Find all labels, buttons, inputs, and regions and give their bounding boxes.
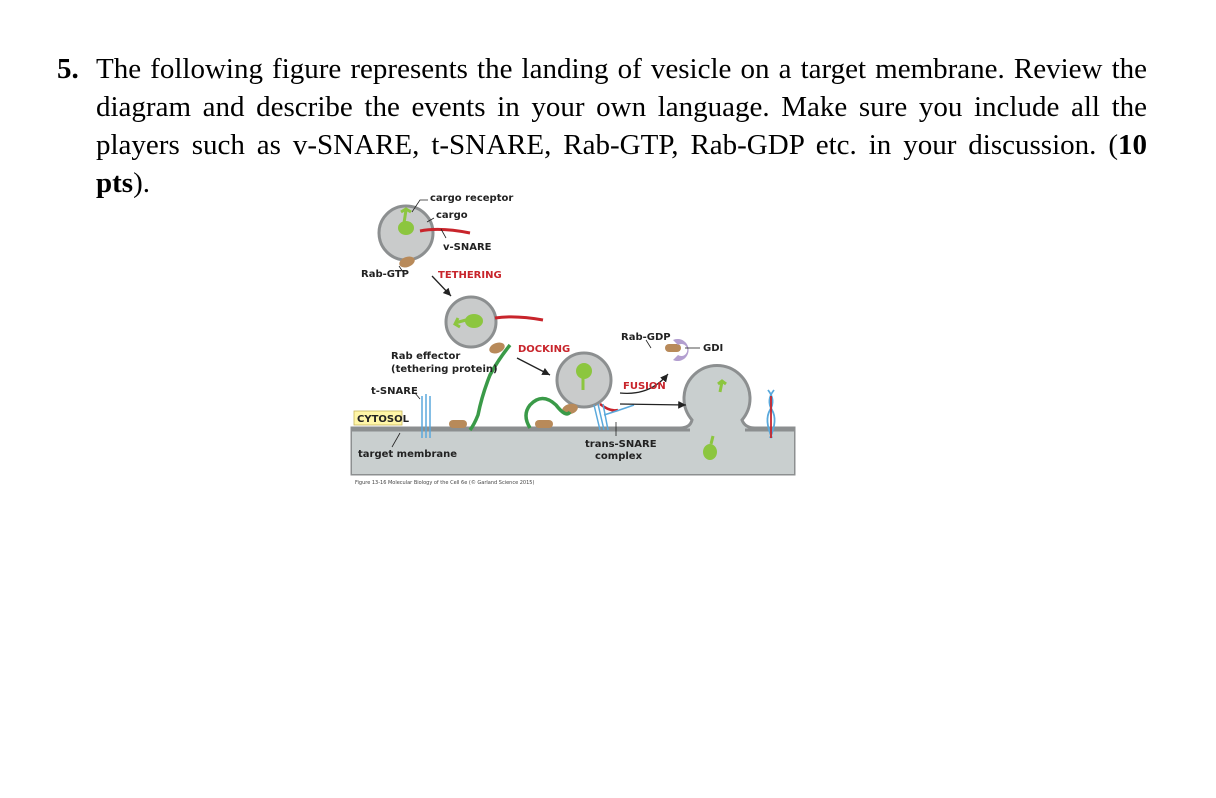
label-v-snare: v-SNARE (443, 242, 492, 253)
question-text-end: ). (133, 167, 150, 199)
rab-gdp-gdi (665, 339, 689, 362)
rab-on-membrane-2 (535, 420, 553, 428)
question-text-main: The following figure represents the land… (96, 53, 1147, 161)
label-cytosol: CYTOSOL (357, 414, 410, 425)
label-cargo-receptor: cargo receptor (430, 193, 513, 204)
label-rab-gtp: Rab-GTP (361, 269, 409, 280)
released-cargo (703, 379, 727, 460)
vesicle-1 (377, 204, 471, 268)
question-number: 5. (57, 53, 79, 85)
t-snare-1 (421, 394, 431, 438)
label-rab-effector: Rab effector (391, 351, 460, 362)
vesicle-2 (444, 295, 544, 432)
label-docking: DOCKING (518, 344, 570, 355)
figure-caption: Figure 13-16 Molecular Biology of the Ce… (355, 479, 534, 486)
label-gdi: GDI (703, 343, 723, 354)
label-t-snare: t-SNARE (371, 386, 418, 397)
label-rab-gdp: Rab-GDP (621, 332, 671, 343)
vesicle-3 (524, 351, 635, 431)
label-trans-snare: trans-SNARE (585, 439, 657, 450)
question-points: 10 pts (96, 129, 1147, 199)
label-tethering: TETHERING (438, 270, 502, 281)
rab-on-membrane-1 (449, 420, 467, 428)
cis-snare-complex (766, 389, 776, 439)
label-trans-snare-complex: complex (595, 451, 643, 462)
label-tethering-protein: (tethering protein) (391, 364, 498, 375)
label-cargo: cargo (436, 210, 468, 221)
question-text: The following figure represents the land… (96, 50, 1147, 202)
cytosol-box (353, 410, 403, 426)
label-target-membrane: target membrane (358, 449, 457, 460)
question-block: 5. The following figure represents the l… (57, 50, 1147, 202)
label-fusion: FUSION (623, 381, 666, 392)
